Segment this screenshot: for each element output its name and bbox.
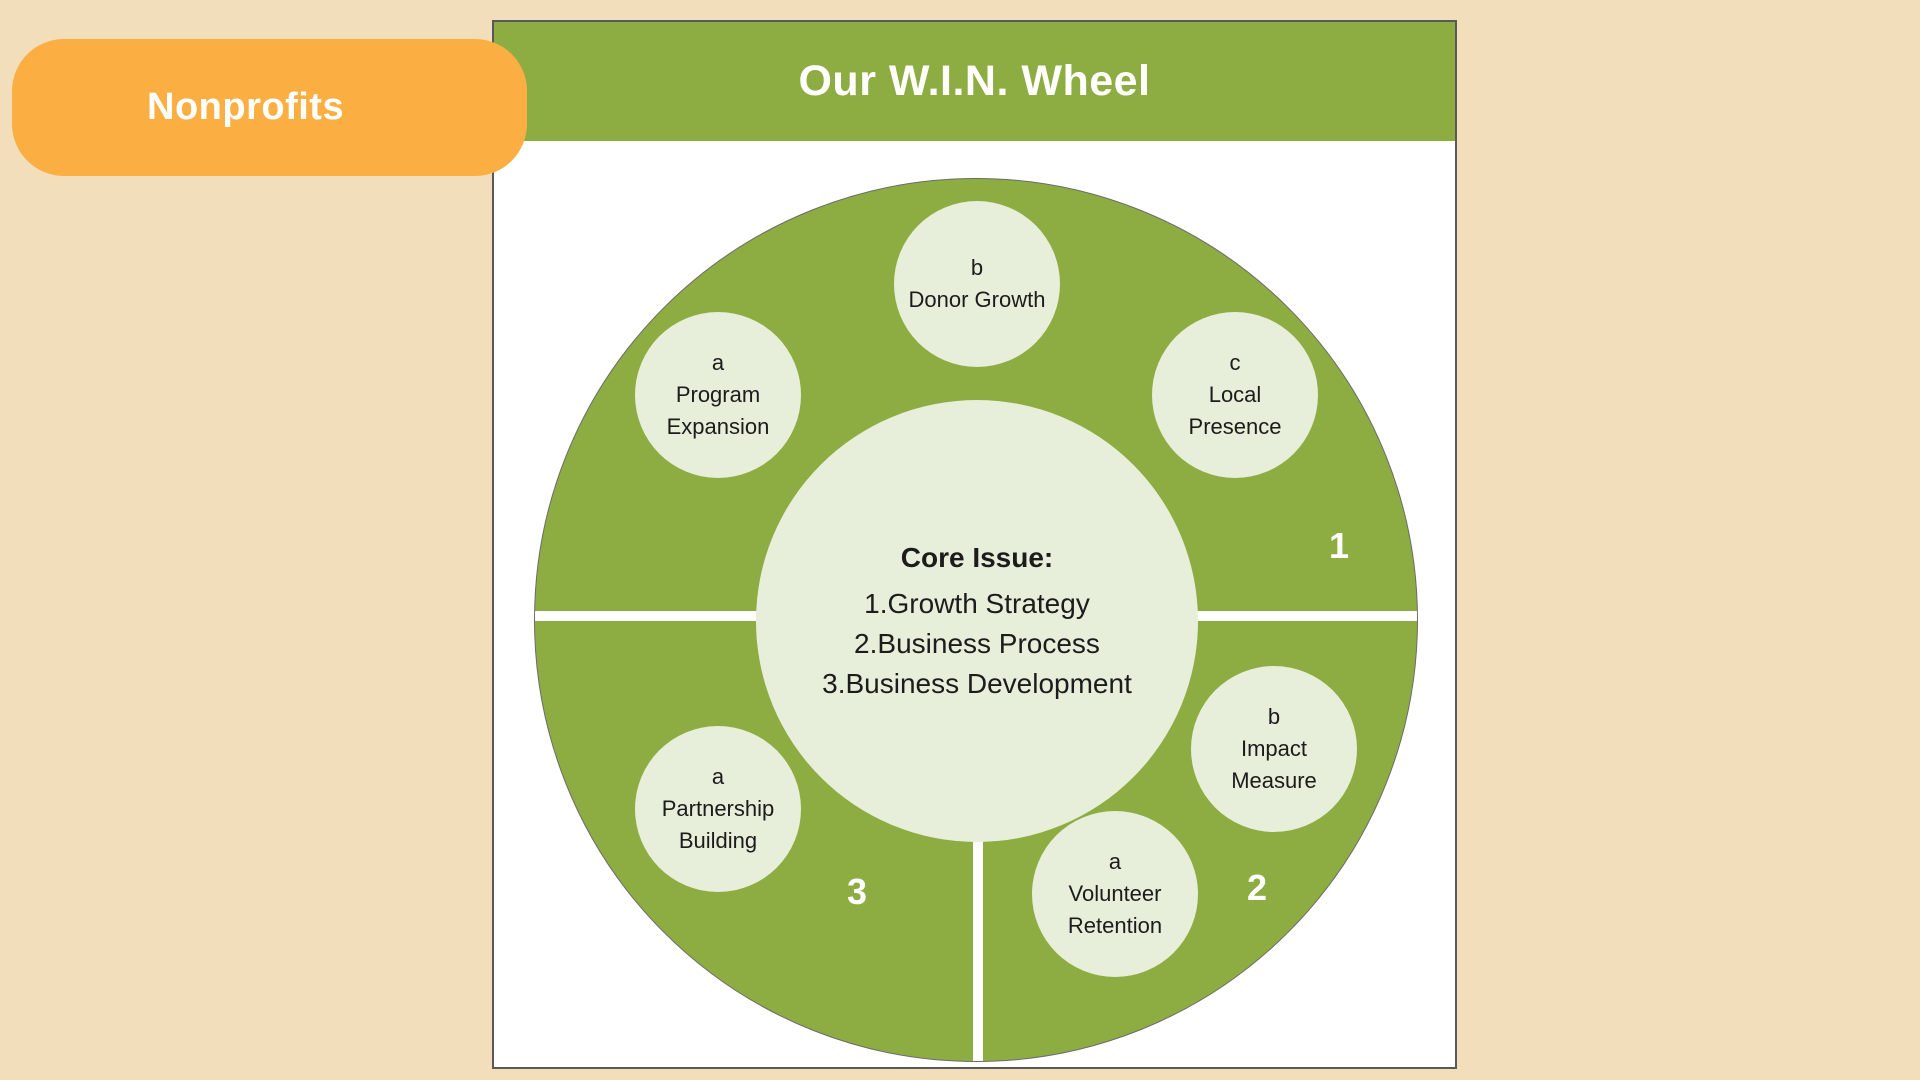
satellite-letter: a — [1108, 849, 1122, 874]
satellite-program-expansion: a Program Expansion — [635, 312, 801, 478]
satellite-partnership-building: a Partnership Building — [635, 726, 801, 892]
satellite-label: Volunteer Retention — [1067, 881, 1163, 938]
satellite-donor-growth: b Donor Growth — [894, 201, 1060, 367]
win-wheel-panel: Our W.I.N. Wheel 1 2 3 Core Issue: 1.Gro… — [492, 20, 1457, 1069]
satellite-impact-measure: b Impact Measure — [1191, 666, 1357, 832]
core-issue-circle: Core Issue: 1.Growth Strategy 2.Business… — [756, 400, 1198, 842]
satellite-label: Impact Measure — [1231, 736, 1317, 793]
satellite-label: Donor Growth — [908, 287, 1046, 312]
satellite-letter: a — [711, 350, 725, 375]
nonprofits-tab-label: Nonprofits — [147, 86, 345, 128]
core-issue-item-3: 3.Business Development — [822, 668, 1132, 699]
section-number-2: 2 — [1246, 867, 1268, 908]
satellite-local-presence: c Local Presence — [1152, 312, 1318, 478]
satellite-label: Local Presence — [1188, 382, 1282, 439]
section-number-1: 1 — [1328, 525, 1350, 566]
satellite-letter: b — [1267, 704, 1281, 729]
satellite-label: Program Expansion — [666, 382, 770, 439]
satellite-letter: a — [711, 764, 725, 789]
satellite-label: Partnership Building — [661, 796, 775, 853]
panel-title: Our W.I.N. Wheel — [798, 57, 1151, 105]
satellite-volunteer-retention: a Volunteer Retention — [1032, 811, 1198, 977]
satellite-letter: b — [970, 255, 984, 280]
core-issue-heading: Core Issue: — [900, 542, 1054, 573]
panel-header: Our W.I.N. Wheel — [494, 22, 1455, 141]
satellite-letter: c — [1229, 350, 1241, 375]
core-issue-item-1: 1.Growth Strategy — [864, 588, 1090, 619]
section-number-3: 3 — [846, 871, 868, 912]
nonprofits-tab: Nonprofits — [12, 39, 527, 176]
core-issue-item-2: 2.Business Process — [854, 628, 1100, 659]
